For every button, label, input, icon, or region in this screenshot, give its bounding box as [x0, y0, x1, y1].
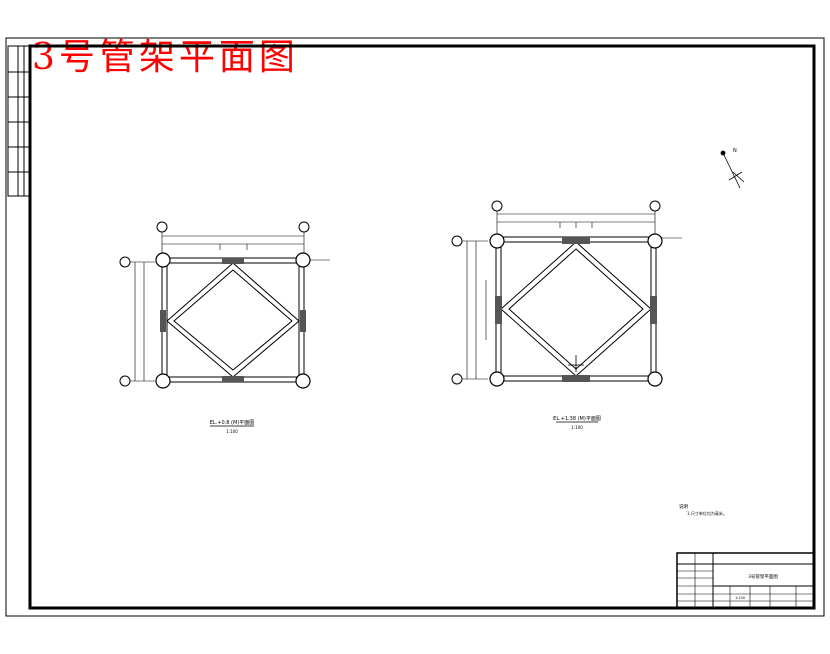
axis-bubble-a	[451, 373, 463, 385]
north-arrow: N	[720, 148, 745, 189]
left-plan: EL.+0.8 (M)平面图 1:100	[119, 221, 330, 434]
axis-bubble-2	[298, 221, 310, 233]
axis-bubble-a	[119, 375, 131, 387]
outer-border	[5, 37, 825, 617]
column	[647, 371, 663, 387]
axis-bubble-2	[649, 200, 661, 212]
column	[295, 252, 311, 268]
column	[489, 233, 505, 249]
column	[489, 371, 505, 387]
column	[155, 252, 171, 268]
column	[647, 233, 663, 249]
notes-heading: 说明	[679, 503, 688, 510]
column	[155, 373, 171, 389]
diamond-brace	[166, 262, 300, 378]
left-plan-caption: EL.+0.8 (M)平面图	[210, 420, 254, 426]
notes: 说明 1.尺寸单位均为毫米。	[679, 503, 727, 516]
inner-frame	[28, 44, 816, 610]
axis-bubble-b	[451, 235, 463, 247]
title-block: 3号管架平面图 1:100	[676, 552, 815, 609]
sheet-title: 3号管架平面图	[32, 37, 299, 78]
right-plan: EL.+1.38 (M)平面图 1:100	[451, 200, 682, 430]
title-block-scale: 1:100	[735, 596, 745, 600]
axis-bubble-1	[156, 221, 168, 233]
axis-bubble-1	[491, 200, 503, 212]
column	[295, 373, 311, 389]
notes-text: 1.尺寸单位均为毫米。	[687, 510, 727, 516]
binding-strip	[7, 45, 31, 197]
left-plan-scale: 1:100	[226, 429, 238, 434]
axis-bubble-b	[119, 256, 131, 268]
title-block-name: 3号管架平面图	[748, 573, 778, 580]
right-plan-caption: EL.+1.38 (M)平面图	[553, 416, 601, 422]
right-plan-scale: 1:100	[571, 425, 583, 430]
north-label: N	[733, 148, 737, 154]
